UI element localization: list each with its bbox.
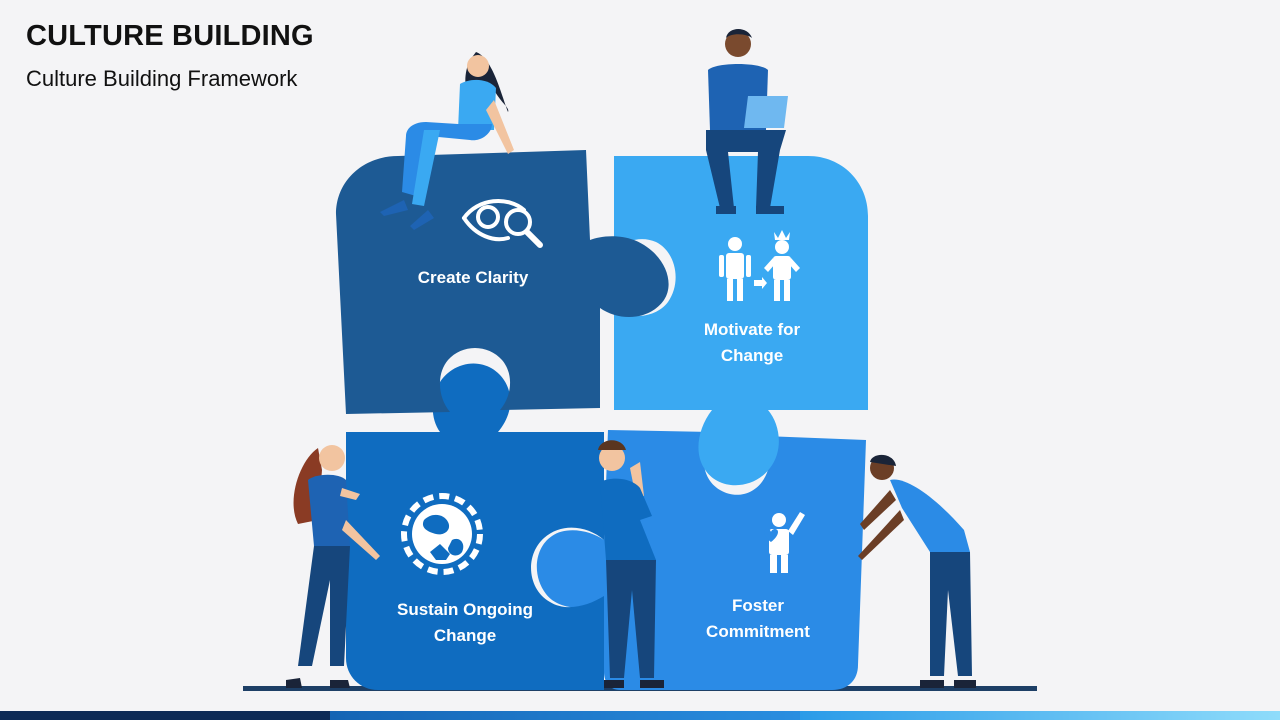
footer-bar-light <box>800 711 1280 720</box>
label-motivate-line-2: Change <box>721 346 783 365</box>
slide-subtitle: Culture Building Framework <box>26 66 298 91</box>
person-man-laptop <box>706 29 788 214</box>
person-woman-sitting <box>380 52 514 230</box>
label-foster-line-2: Commitment <box>706 622 810 641</box>
person-transform-icon <box>719 230 800 301</box>
label-sustain-line-1: Sustain Ongoing <box>397 600 533 619</box>
puzzle-piece-sustain-change <box>346 363 604 690</box>
label-foster-line-1: Foster <box>732 596 784 615</box>
person-man-middle <box>598 440 664 688</box>
person-heart-icon <box>764 512 805 573</box>
eye-magnifier-icon <box>462 198 543 248</box>
person-man-right <box>858 454 976 688</box>
puzzle-piece-motivate-change <box>614 156 868 486</box>
gear-globe-icon <box>401 493 483 575</box>
footer-bar-dark <box>0 711 330 720</box>
footer-color-bar <box>0 711 1280 720</box>
label-create-clarity: Create Clarity <box>418 268 529 287</box>
footer-bar-mid <box>330 711 800 720</box>
label-motivate-line-1: Motivate for <box>704 320 801 339</box>
slide-title: CULTURE BUILDING <box>26 20 314 52</box>
person-woman-standing <box>286 445 380 688</box>
label-sustain-line-2: Change <box>434 626 496 645</box>
puzzle-piece-create-clarity <box>336 150 669 414</box>
